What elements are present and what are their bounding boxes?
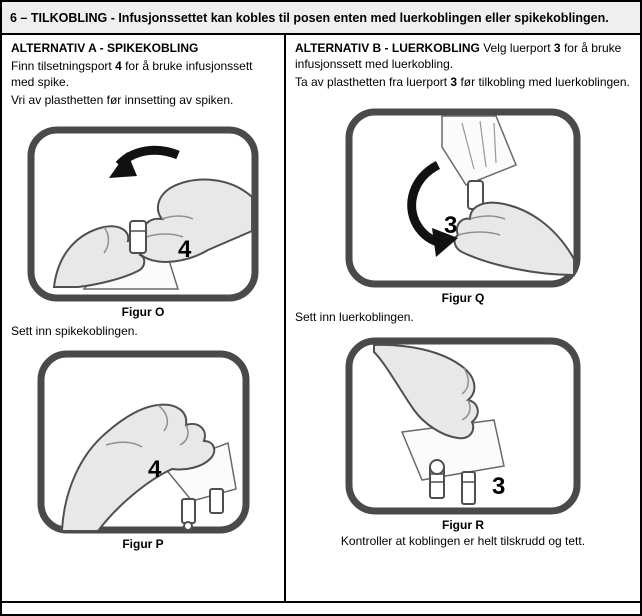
content-columns: ALTERNATIV A - SPIKEKOBLING Finn tilsetn… — [2, 35, 640, 601]
spike-port — [129, 219, 147, 254]
next-section-row — [2, 601, 640, 614]
twist-arrow-icon — [407, 160, 458, 257]
text-run: Velg luerport — [479, 41, 554, 56]
alt-a-instruction-2: Vri av plasthetten før innsetting av spi… — [11, 92, 234, 107]
alt-b-final-caption: Kontroller at koblingen er helt tilskrud… — [340, 533, 586, 548]
bag-corner — [441, 114, 517, 186]
figure-q-illustration: 3 — [345, 108, 581, 288]
alt-a-caption: Sett inn spikekoblingen. — [11, 323, 138, 338]
hand-illustration — [373, 343, 479, 439]
alt-a-instruction-1: Finn tilsetningsport 4 for å bruke infus… — [11, 59, 275, 91]
port-number-inline: 4 — [115, 59, 122, 74]
text-run: Ta av plasthetten fra luerport — [295, 74, 451, 89]
luer-port — [429, 458, 445, 499]
port-number-label: 4 — [148, 456, 162, 483]
column-alternativ-b: ALTERNATIV B - LUERKOBLING Velg luerport… — [286, 35, 640, 601]
alt-b-heading: ALTERNATIV B - LUERKOBLING — [295, 41, 480, 56]
hand-illustration — [60, 404, 215, 533]
figure-r: 3 Figur R — [344, 336, 582, 532]
connector-tip — [182, 521, 193, 532]
port-number-inline: 3 — [553, 41, 561, 56]
port-number-label: 3 — [444, 212, 457, 239]
figure-o: 4 Figur O — [26, 125, 260, 319]
alt-a-heading: ALTERNATIV A - SPIKEKOBLING — [11, 41, 199, 56]
spike-port — [180, 498, 196, 525]
alt-b-instruction-2: Ta av plasthetten fra luerport 3 før til… — [295, 75, 631, 91]
port-number-label: 3 — [492, 473, 505, 500]
port-number-label: 4 — [178, 236, 192, 263]
figure-r-illustration: 3 — [345, 337, 581, 515]
figure-p-label: Figur P — [122, 537, 164, 552]
section-header: 6 – TILKOBLING - Infusjonssettet kan kob… — [2, 2, 640, 36]
alt-b-caption: Sett inn luerkoblingen. — [295, 309, 414, 324]
figure-o-label: Figur O — [121, 304, 165, 319]
text-run: for å bruke infusjonssett med luerkoblin… — [295, 41, 622, 72]
figure-p-illustration: 4 — [37, 350, 249, 534]
figure-q-label: Figur Q — [441, 290, 485, 305]
column-alternativ-a: ALTERNATIV A - SPIKEKOBLING Finn tilsetn… — [2, 35, 286, 601]
section-title: 6 – TILKOBLING - Infusjonssettet kan kob… — [10, 11, 609, 25]
alt-b-instruction-1: ALTERNATIV B - LUERKOBLING Velg luerport… — [295, 41, 631, 73]
figure-r-label: Figur R — [442, 517, 484, 532]
hand-illustration — [453, 201, 575, 276]
luer-port — [208, 488, 224, 515]
port-number-inline: 3 — [450, 74, 458, 89]
figure-q: 3 Figur Q — [344, 107, 582, 305]
spike-port — [461, 470, 476, 505]
figure-o-illustration: 4 — [27, 126, 259, 302]
text-run: Finn tilsetningsport — [11, 59, 116, 74]
figure-p: 4 Figur P — [36, 349, 251, 551]
twist-arrow-icon — [109, 145, 180, 178]
text-run: før tilkobling med luerkoblingen. — [457, 74, 630, 89]
text-run: for å bruke infusjonssett med spike. — [11, 59, 253, 89]
